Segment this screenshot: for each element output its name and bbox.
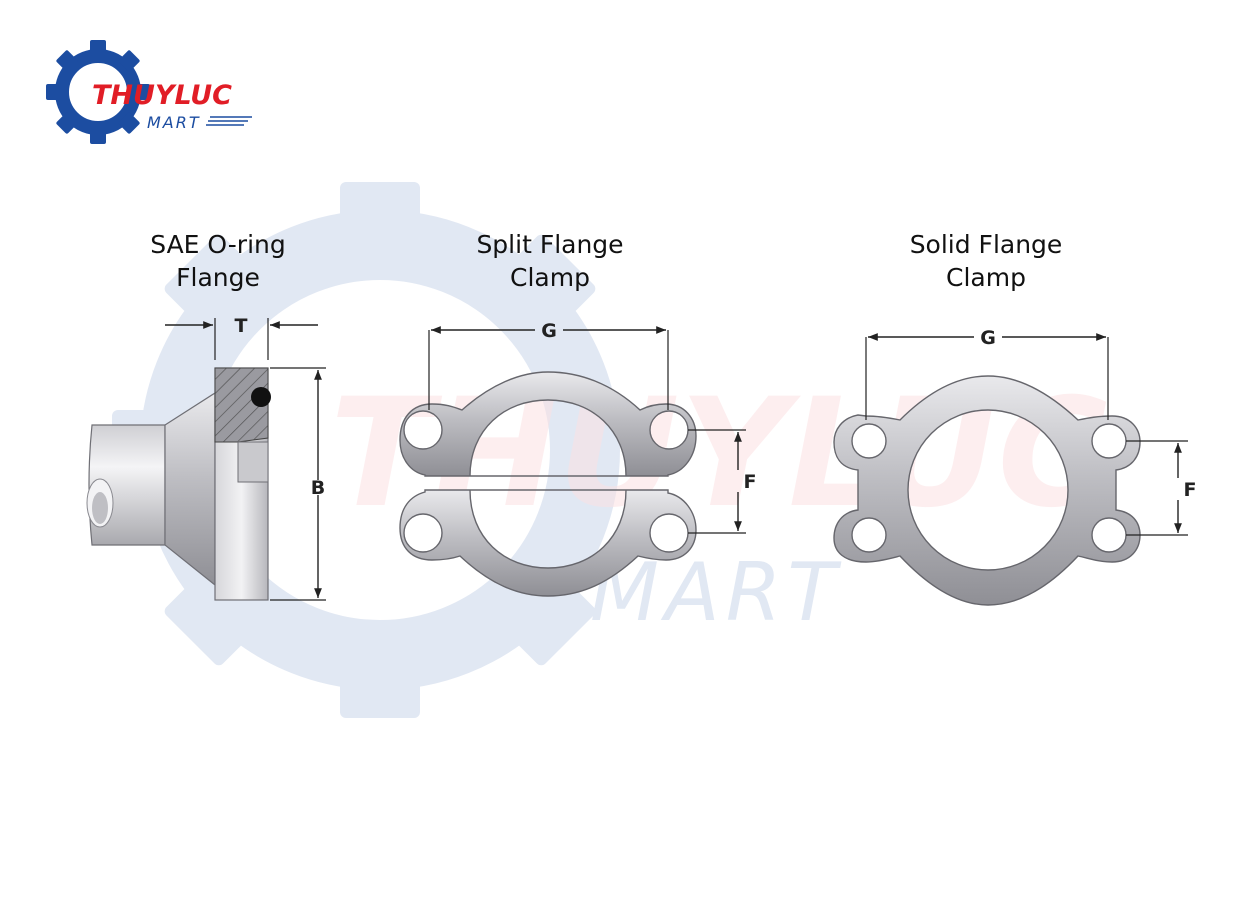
dim-t-label: T	[235, 315, 248, 337]
sae-flange-title-line2: Flange	[176, 263, 260, 292]
solid-clamp-title-line2: Clamp	[946, 263, 1026, 292]
o-ring-icon	[251, 387, 271, 407]
gear-icon	[46, 40, 150, 144]
split-dim-f-label: F	[744, 471, 757, 493]
logo-brand-bottom: MART	[147, 113, 201, 132]
split-clamp-title: Split Flange Clamp	[440, 228, 660, 294]
split-clamp-title-line2: Clamp	[510, 263, 590, 292]
solid-clamp-title: Solid Flange Clamp	[876, 228, 1096, 294]
logo: THUYLUC MART	[46, 40, 252, 144]
solid-clamp-title-line1: Solid Flange	[909, 230, 1063, 259]
sae-flange-title-line1: SAE O-ring	[150, 230, 286, 259]
split-clamp-figure: G F	[399, 320, 757, 597]
dim-b-label: B	[311, 477, 325, 499]
solid-clamp-figure: G F	[833, 327, 1197, 606]
split-dim-g-label: G	[541, 320, 557, 342]
logo-speed-lines	[206, 116, 252, 126]
logo-brand-top: THUYLUC	[92, 80, 232, 111]
sae-flange-title: SAE O-ring Flange	[118, 228, 318, 294]
solid-dim-f-label: F	[1184, 479, 1197, 501]
split-clamp-title-line1: Split Flange	[476, 230, 624, 259]
sae-flange-figure: T B	[86, 315, 326, 601]
solid-dim-g-label: G	[980, 327, 996, 349]
